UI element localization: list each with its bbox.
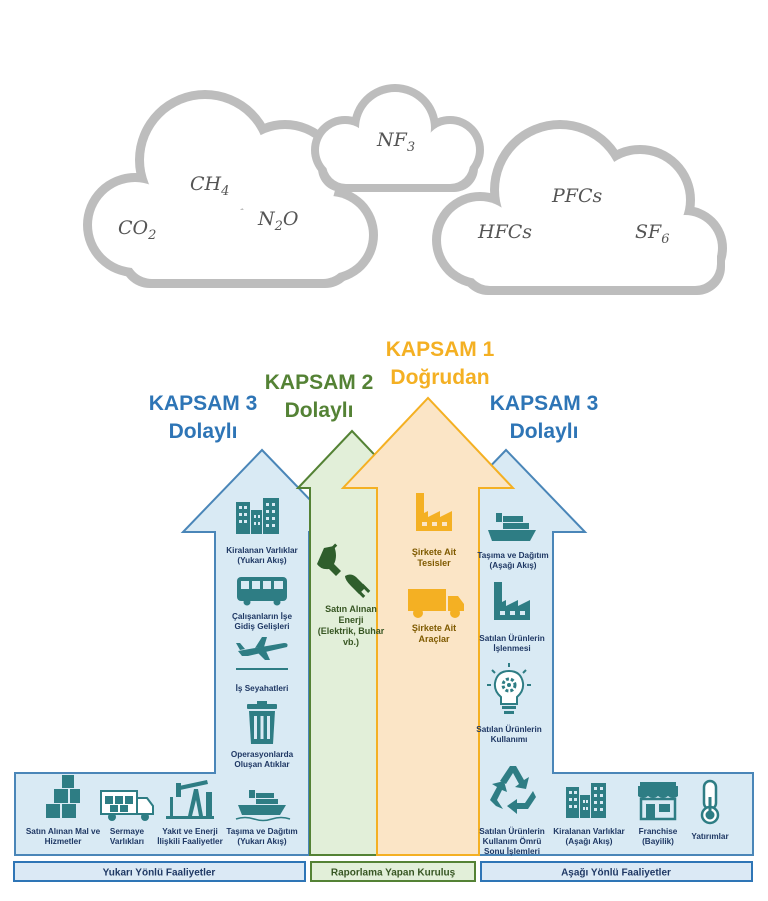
cloud-middle — [311, 84, 484, 192]
bus-icon — [237, 577, 287, 606]
upstream-column-label-1: Kiralanan Varlıklar(Yukarı Akış) — [226, 546, 298, 565]
svg-text:Aşağı Yönlü Faaliyetler: Aşağı Yönlü Faaliyetler — [561, 868, 671, 879]
cargo-ship-icon — [235, 790, 291, 822]
gas-co2: CO2 — [118, 217, 156, 243]
gas-ch4: CH4 — [190, 173, 229, 199]
svg-text:Dolaylı: Dolaylı — [285, 399, 354, 422]
downstream-row-label-3: Franchise(Bayilik) — [639, 827, 678, 846]
bar-upstream: Yukarı Yönlü Faaliyetler — [13, 861, 306, 882]
svg-text:KAPSAM 1: KAPSAM 1 — [386, 338, 495, 361]
svg-text:Doğrudan: Doğrudan — [390, 366, 489, 389]
gas-nf3: NF3 — [376, 129, 415, 155]
gas-sf6: SF6 — [635, 221, 669, 247]
svg-text:KAPSAM 2: KAPSAM 2 — [265, 371, 374, 394]
scope3-upstream-arrow — [14, 448, 344, 856]
svg-text:KAPSAM 3: KAPSAM 3 — [149, 392, 258, 415]
scope1-title: KAPSAM 1 Doğrudan — [386, 338, 495, 389]
gas-n2o: N2O — [257, 208, 299, 234]
airplane-icon — [236, 637, 288, 670]
cloud-right — [432, 120, 727, 295]
scope3-left-title: KAPSAM 3 Dolaylı — [149, 392, 258, 443]
buildings-icon — [236, 498, 279, 534]
bar-downstream: Aşağı Yönlü Faaliyetler — [480, 861, 753, 882]
cargo-ship-downstream-icon — [488, 513, 536, 541]
upstream-row-label-4: Taşıma ve Dağıtım(Yukarı Akış) — [226, 827, 297, 846]
recycle-icon — [490, 766, 536, 814]
buildings-downstream-icon — [566, 783, 606, 818]
gas-pfcs: PFCs — [551, 185, 603, 207]
downstream-row-label-2: Kiralanan Varlıklar(Aşağı Akış) — [553, 827, 625, 846]
lightbulb-gear-icon — [487, 663, 531, 714]
svg-text:Dolaylı: Dolaylı — [510, 420, 579, 443]
upstream-column-label-3: İş Seyahatleri — [236, 683, 289, 693]
truck-icon — [408, 589, 464, 618]
svg-text:Yukarı Yönlü Faaliyetler: Yukarı Yönlü Faaliyetler — [103, 868, 216, 879]
downstream-column-label-1: Taşıma ve Dağıtım(Aşağı Akış) — [477, 551, 548, 570]
gas-hfcs: HFCs — [477, 221, 532, 243]
delivery-truck-icon — [100, 790, 154, 821]
downstream-row-label-4: Yatırımlar — [691, 832, 729, 841]
svg-text:Dolaylı: Dolaylı — [169, 420, 238, 443]
scope1-arrow — [340, 396, 516, 856]
storefront-icon — [638, 782, 678, 821]
bar-reporting: Raporlama Yapan Kuruluş — [310, 861, 476, 882]
boxes-icon — [46, 775, 80, 818]
scope2-title: KAPSAM 2 Dolaylı — [265, 371, 374, 422]
scope3-right-title: KAPSAM 3 Dolaylı — [490, 392, 599, 443]
thermometer-icon — [700, 779, 720, 825]
clouds: CO2 CH4 N2O NF3 PFCs HFCs SF6 — [83, 84, 727, 295]
oil-pump-icon — [166, 780, 214, 819]
factory-processing-icon — [494, 582, 530, 620]
svg-text:KAPSAM 3: KAPSAM 3 — [490, 392, 599, 415]
factory-icon — [416, 493, 452, 531]
power-plug-icon — [317, 543, 371, 598]
trash-can-icon — [247, 701, 277, 744]
cloud-left — [83, 90, 378, 288]
svg-text:Raporlama Yapan Kuruluş: Raporlama Yapan Kuruluş — [331, 868, 456, 879]
